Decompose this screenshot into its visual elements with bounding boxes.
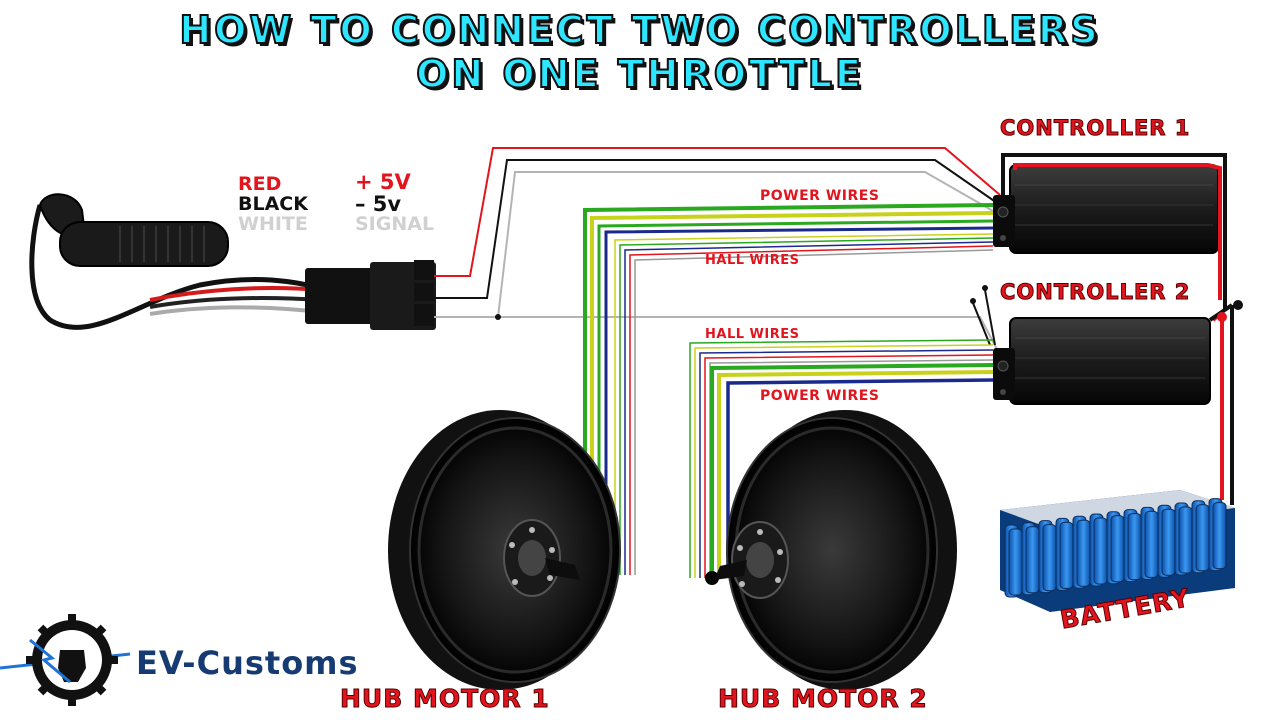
battery-cell (1127, 513, 1142, 581)
motor-2-wires (689, 339, 994, 585)
legend-minus-5v: – 5v (355, 192, 402, 216)
title-line-1: HOW TO CONNECT TWO CONTROLLERS (178, 7, 1101, 53)
hub-motor-1 (388, 410, 621, 690)
battery-cell (1178, 506, 1193, 574)
battery-cell (1144, 510, 1159, 578)
battery-cell (1212, 502, 1227, 570)
battery-cell (1076, 519, 1091, 587)
legend-white: WHITE (238, 213, 308, 235)
battery-cell (1093, 517, 1108, 585)
power-wires-label-1: POWER WIRES (760, 188, 880, 204)
battery-cell (1059, 521, 1074, 589)
throttle-connector-female (305, 268, 373, 324)
controller-1 (993, 164, 1219, 254)
battery-cell (1195, 504, 1210, 572)
power-wires-label-2: POWER WIRES (760, 388, 880, 404)
throttle (29, 193, 436, 330)
controller-2-label: CONTROLLER 2 (999, 280, 1191, 305)
battery-pack (1000, 490, 1235, 612)
hall-wires-label-2: HALL WIRES (705, 327, 800, 342)
fist-icon (58, 650, 86, 682)
controller-1-label: CONTROLLER 1 (999, 116, 1191, 141)
hub-motor-1-label: HUB MOTOR 1 (340, 684, 550, 714)
throttle-wires (434, 147, 1001, 356)
motor-1-wires (578, 203, 994, 582)
hub-motor-2-label: HUB MOTOR 2 (718, 684, 928, 714)
battery-power-wires (1001, 153, 1243, 505)
battery-cell (1042, 524, 1057, 592)
ev-customs-logo (0, 614, 131, 706)
battery-cell (1008, 528, 1023, 596)
controller-2 (993, 317, 1211, 405)
battery-cell (1110, 515, 1125, 583)
brand-name: EV-Customs (136, 644, 359, 682)
battery-cell (1025, 526, 1040, 594)
battery-cell (1161, 508, 1176, 576)
title-line-2: ON ONE THROTTLE (415, 51, 864, 97)
legend-red: RED (238, 173, 282, 195)
legend-plus-5v: + 5V (355, 170, 411, 194)
legend-signal: SIGNAL (355, 213, 435, 235)
legend-black: BLACK (238, 193, 308, 215)
throttle-cable (29, 204, 321, 330)
hub-motor-2 (714, 410, 957, 690)
hall-wires-label-1: HALL WIRES (705, 253, 800, 268)
